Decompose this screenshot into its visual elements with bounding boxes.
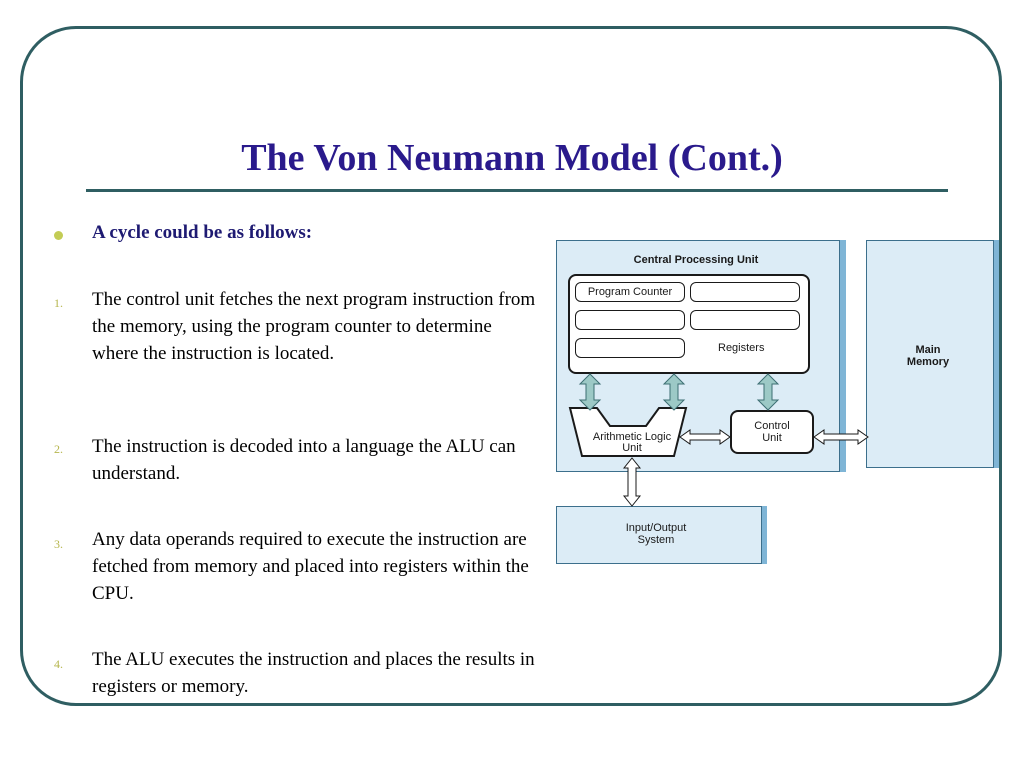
main-memory-line1: Main [915,344,941,356]
title-underline [86,189,948,192]
bullet-dot-icon [54,231,63,240]
double-arrow-icon [578,373,602,411]
item-number-1: 1. [54,296,63,310]
alu-shape [568,407,688,457]
register-slot [575,338,685,358]
main-memory-label: Main Memory [866,344,990,368]
item-number-4: 4. [54,657,63,671]
cycle-step-3: Any data operands required to execute th… [92,529,529,604]
double-arrow-icon [756,373,780,411]
double-arrow-icon [662,373,686,411]
register-slot [575,310,685,330]
io-system-label: Input/Output System [556,522,756,546]
control-unit-line1: Control [754,420,790,432]
item-number-2: 2. [54,442,63,456]
register-slot [690,310,800,330]
alu-line1: Arithmetic Logic [592,431,672,443]
program-counter-register: Program Counter [575,282,685,302]
alu-line2: Unit [622,442,642,454]
cycle-step-2: The instruction is decoded into a langua… [92,436,516,484]
item-number-3: 3. [54,537,63,551]
main-memory-line2: Memory [906,356,950,368]
slide-frame [20,26,1002,706]
registers-label: Registers [718,342,765,354]
double-arrow-icon [679,429,731,445]
io-system-box [556,506,762,564]
slide-title: The Von Neumann Model (Cont.) [241,137,783,179]
io-system-line2: System [637,534,675,546]
io-system-line1: Input/Output [625,522,687,534]
control-unit-line2: Unit [762,432,782,444]
double-arrow-icon [813,429,869,445]
cycle-step-1: The control unit fetches the next progra… [92,289,536,364]
double-arrow-icon [622,457,642,507]
main-memory-box [866,240,994,468]
register-slot [690,282,800,302]
lead-text: A cycle could be as follows: [92,222,313,243]
alu-label: Arithmetic Logic Unit [574,432,690,454]
control-unit-box: Control Unit [730,410,814,454]
cycle-step-4: The ALU executes the instruction and pla… [92,649,535,697]
cpu-label: Central Processing Unit [633,254,759,266]
